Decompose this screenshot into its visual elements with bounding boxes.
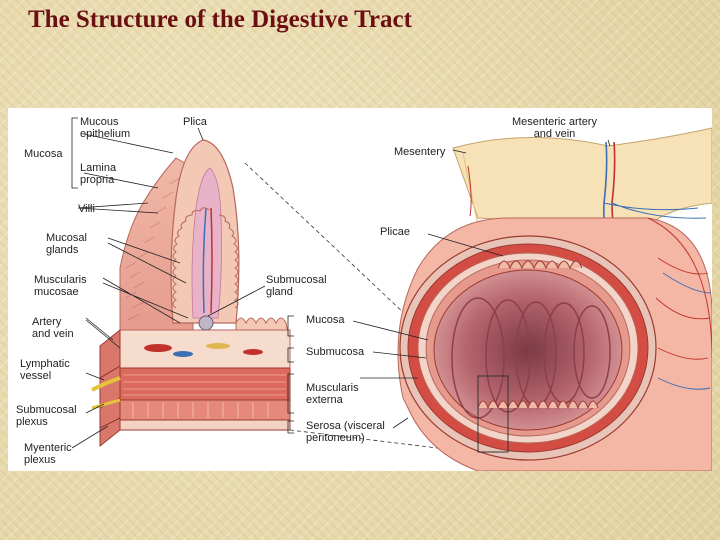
label-muscularis-mucosae: Muscularis mucosae — [34, 274, 87, 298]
label-muscularis-externa: Muscularis externa — [306, 382, 359, 406]
slide-title: The Structure of the Digestive Tract — [28, 6, 412, 34]
label-submucosal-gland: Submucosal gland — [266, 274, 327, 298]
label-mucosa: Mucosa — [306, 314, 345, 326]
label-mesentery: Mesentery — [394, 146, 445, 158]
label-mucosa-group: Mucosa — [24, 148, 63, 160]
digestive-tract-figure: Mucous epithelium Plica Mucosa Lamina pr… — [8, 108, 712, 471]
block-muscularis-longitudinal — [120, 400, 290, 420]
block-serosa — [120, 420, 290, 430]
intestine-cross-section — [398, 128, 712, 471]
label-plica: Plica — [183, 116, 207, 128]
label-myenteric-plexus: Myenteric plexus — [24, 442, 72, 466]
label-mesenteric-artery-vein: Mesenteric artery and vein — [512, 116, 597, 140]
label-submucosa: Submucosa — [306, 346, 364, 358]
label-mucosal-glands: Mucosal glands — [46, 232, 87, 256]
label-serosa: Serosa (visceral peritoneum) — [306, 420, 385, 444]
label-villi: Villi — [78, 203, 95, 215]
tissue-block — [92, 140, 290, 446]
label-plicae: Plicae — [380, 226, 410, 238]
label-lamina-propria: Lamina propria — [80, 162, 116, 186]
mesentery-sheet — [453, 128, 712, 226]
label-lymphatic-vessel: Lymphatic vessel — [20, 358, 70, 382]
label-mucous-epithelium: Mucous epithelium — [80, 116, 130, 140]
label-artery-and-vein: Artery and vein — [32, 316, 74, 340]
label-submucosal-plexus: Submucosal plexus — [16, 404, 77, 428]
